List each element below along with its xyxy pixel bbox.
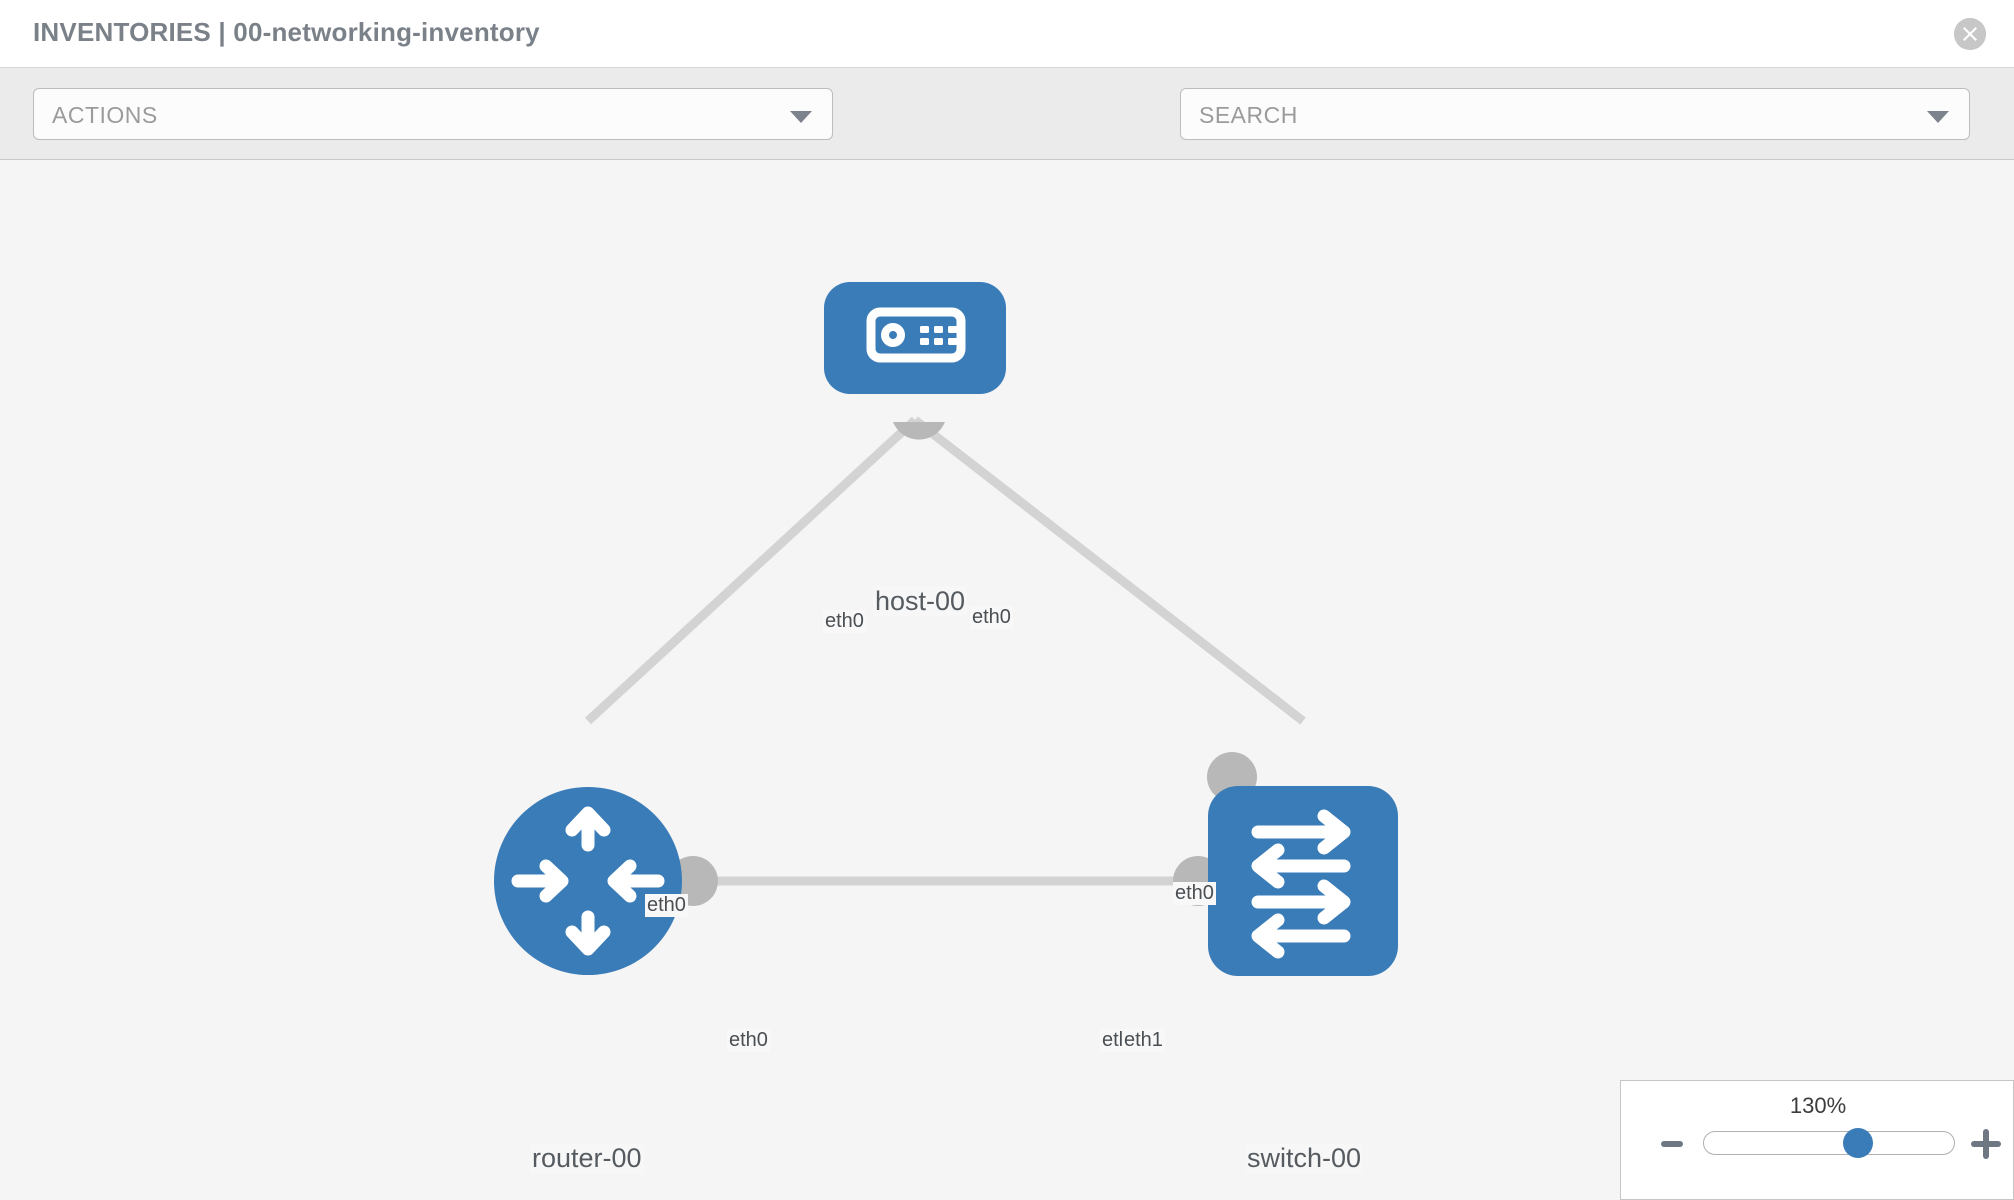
link-host00-router00[interactable] (584, 416, 919, 725)
iface-label-switch00-uplink[interactable]: eth0 (1173, 882, 1216, 905)
zoom-control-panel: 130% (1620, 1080, 2014, 1200)
iface-label-host00-right[interactable]: eth0 (970, 606, 1013, 629)
page-header: INVENTORIES | 00-networking-inventory (0, 0, 2014, 68)
chevron-down-icon[interactable] (1927, 111, 1949, 123)
node-label-switch-00[interactable]: switch-00 (1245, 1143, 1364, 1174)
chevron-down-icon (790, 111, 812, 123)
zoom-in-button[interactable] (1971, 1129, 2001, 1159)
iface-label-switch00-eth1[interactable]: eth1 (1122, 1029, 1165, 1052)
connector-host00[interactable] (893, 422, 945, 440)
actions-dropdown[interactable]: ACTIONS (33, 88, 833, 140)
topology-canvas[interactable]: host-00 router-00 switch-00 eth0 eth0 et… (0, 160, 2014, 1200)
zoom-slider-handle[interactable] (1843, 1128, 1873, 1158)
zoom-level-value: 130% (1789, 1093, 1847, 1118)
actions-dropdown-label: ACTIONS (52, 102, 158, 128)
router-arrows-icon (511, 806, 665, 956)
topology-graph (494, 282, 1398, 976)
iface-label-router00-eth0[interactable]: eth0 (727, 1029, 770, 1052)
iface-label-router00-uplink[interactable]: eth0 (645, 894, 688, 917)
node-router-00[interactable] (494, 787, 682, 975)
search-input[interactable]: SEARCH (1180, 88, 1970, 140)
node-host-00[interactable] (824, 282, 1006, 394)
search-placeholder: SEARCH (1199, 102, 1298, 128)
iface-label-host00-left[interactable]: eth0 (823, 610, 866, 633)
node-switch-00[interactable] (1208, 786, 1398, 976)
toolbar: ACTIONS SEARCH (0, 68, 2014, 198)
iface-label-switch00-overlap[interactable]: etl (1100, 1029, 1126, 1052)
close-icon[interactable] (1954, 18, 1986, 50)
switch-arrows-icon (1251, 809, 1351, 959)
link-edges (584, 416, 1306, 886)
node-label-router-00[interactable]: router-00 (530, 1143, 644, 1174)
server-icon (866, 307, 966, 363)
zoom-out-button[interactable] (1661, 1141, 1683, 1147)
link-host00-switch00[interactable] (912, 416, 1306, 725)
page-title: INVENTORIES | 00-networking-inventory (33, 17, 540, 47)
node-label-host-00[interactable]: host-00 (873, 586, 968, 617)
zoom-slider-track[interactable] (1703, 1131, 1955, 1155)
link-connectors (668, 422, 1257, 906)
